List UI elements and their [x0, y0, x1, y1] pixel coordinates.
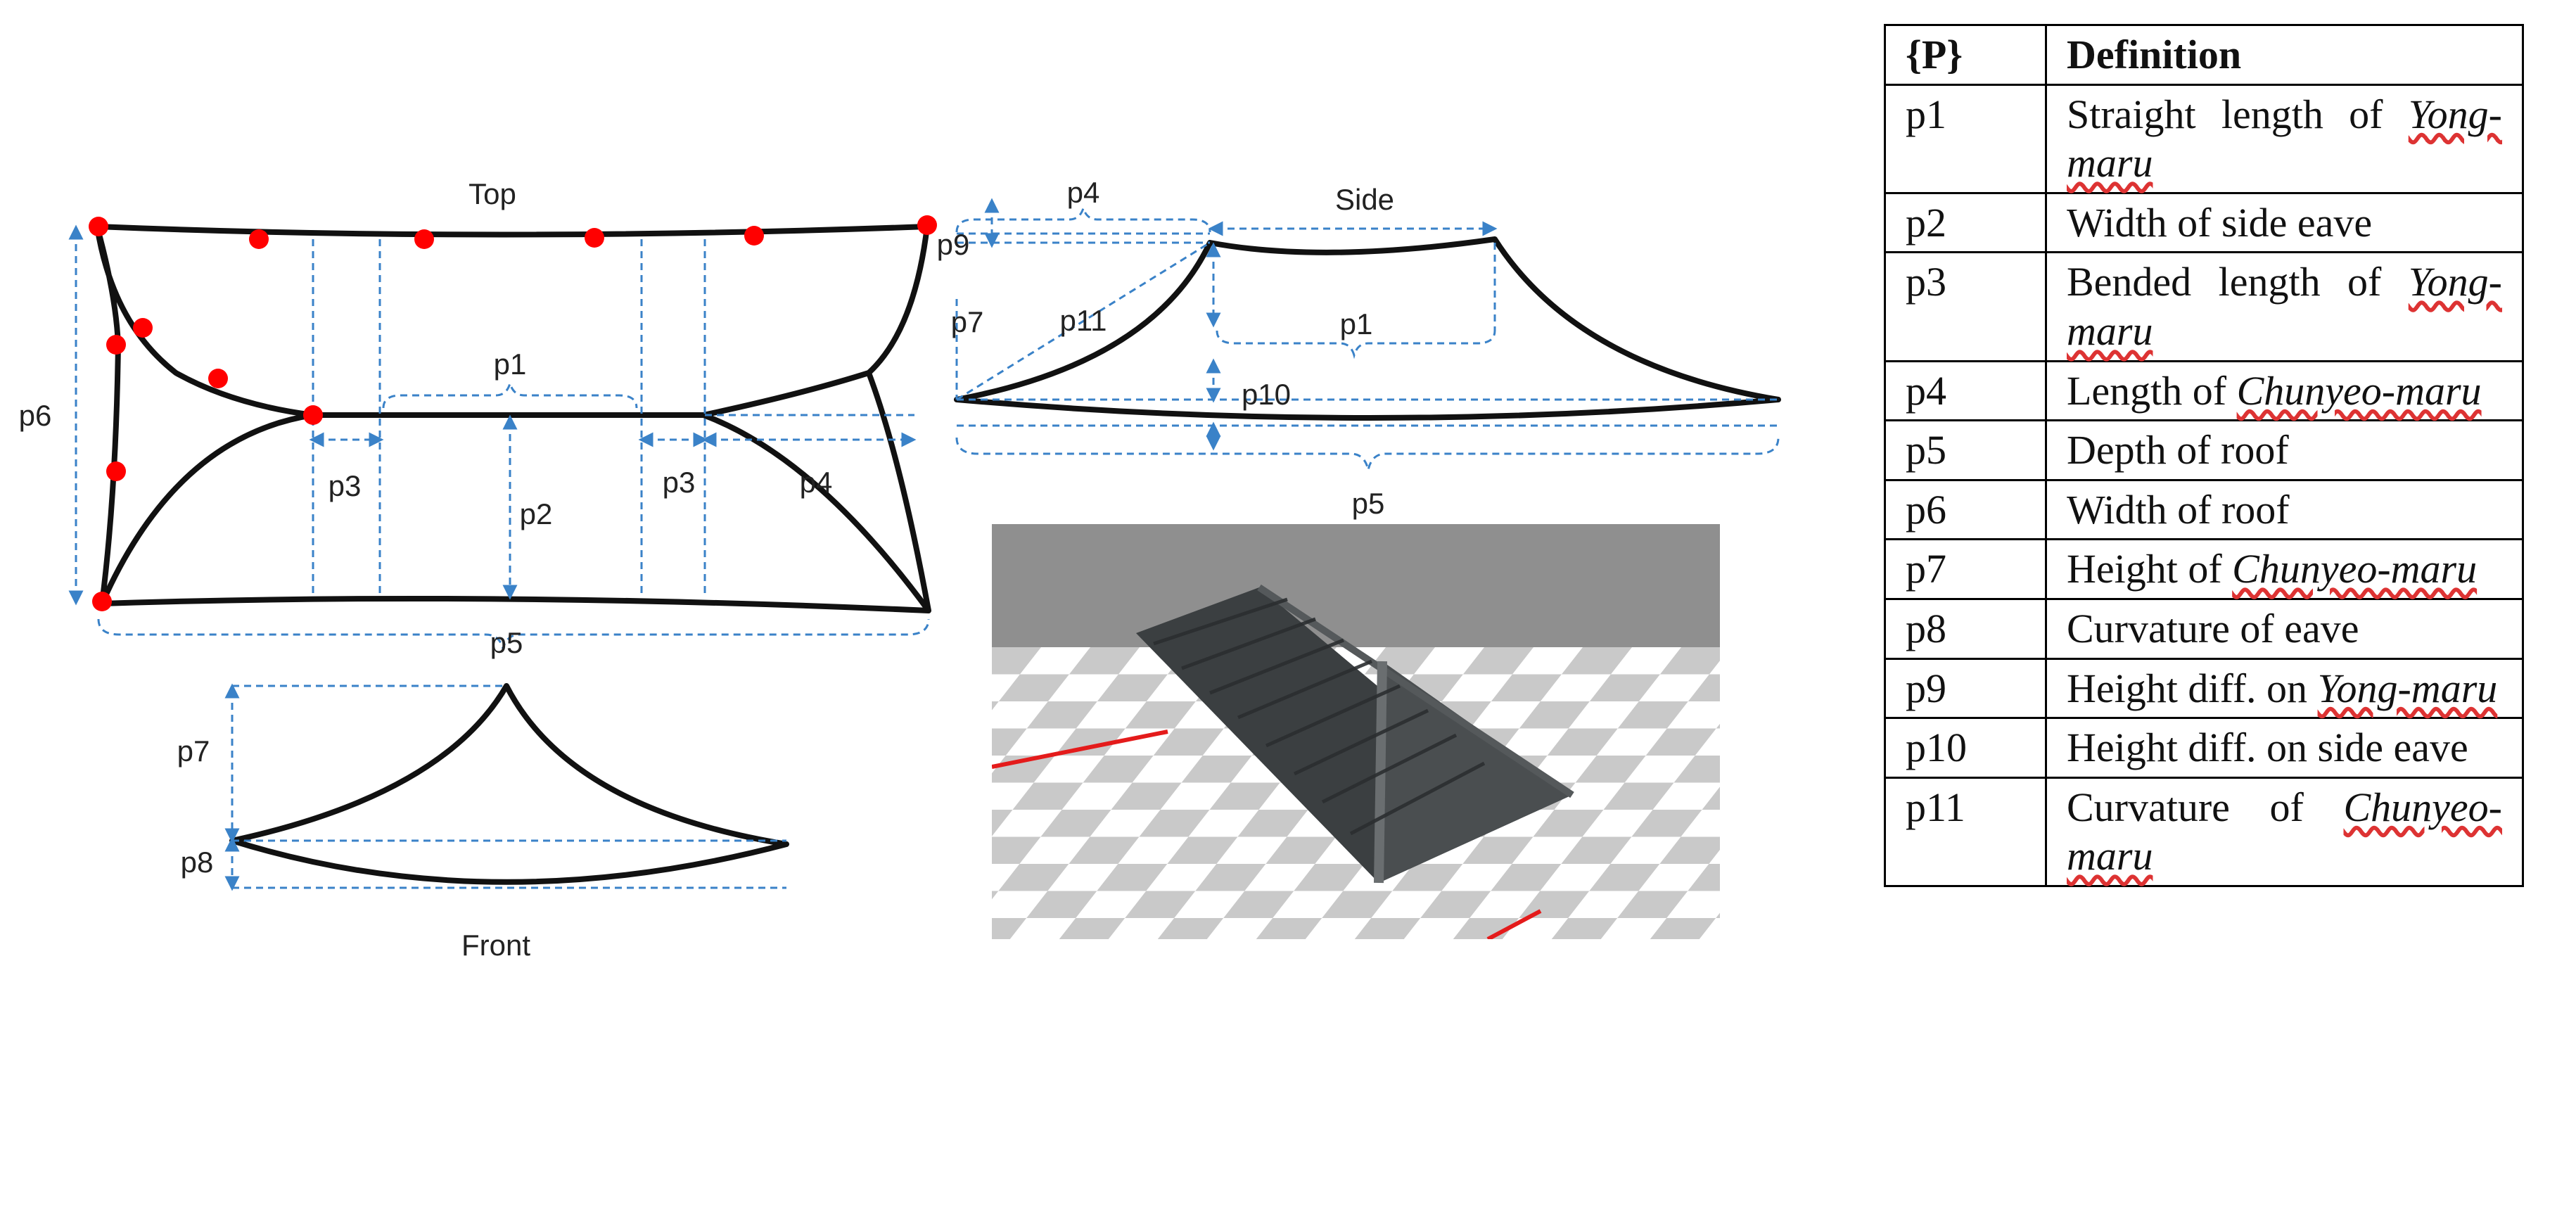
param-id: p11 — [1884, 776, 2047, 887]
param-definition: Curvature of Chunyeo-maru — [2045, 776, 2524, 887]
definition-text: Straight length of — [2067, 91, 2409, 137]
top-p3-right-label: p3 — [663, 466, 696, 499]
top-view: Top p1 p2 p3 p3 p4 p5 p6 — [19, 177, 937, 659]
front-p7-label: p7 — [177, 734, 210, 768]
render-roof-side — [1379, 661, 1572, 883]
render-red-axis-left — [992, 730, 1168, 769]
param-definition: Width of side eave — [2045, 191, 2524, 254]
top-p1-label: p1 — [494, 348, 527, 381]
table-header-row: {P} Definition — [1884, 24, 2524, 86]
side-p9-label: p9 — [937, 228, 970, 261]
p5-brace-top — [97, 618, 930, 649]
side-view-title: Side — [1335, 183, 1394, 216]
front-p8-label: p8 — [181, 846, 214, 879]
definition-text: Depth of roof — [2067, 427, 2289, 473]
side-outline — [954, 236, 1781, 421]
top-p6-label: p6 — [19, 399, 52, 432]
param-definition: Curvature of eave — [2045, 597, 2524, 660]
top-p2-label: p2 — [520, 497, 553, 530]
table-row: p2 Width of side eave — [1884, 191, 2524, 254]
table-row: p10 Height diff. on side eave — [1884, 717, 2524, 779]
definition-term: Yong-maru — [2067, 259, 2502, 354]
front-view: p7 p8 Front — [177, 683, 789, 962]
param-definition: Height diff. on side eave — [2045, 717, 2524, 779]
front-outline — [229, 683, 789, 885]
top-outline — [94, 224, 931, 613]
definition-text: Height diff. on side eave — [2067, 725, 2468, 771]
param-id: p7 — [1884, 538, 2047, 600]
param-id: p4 — [1884, 359, 2047, 422]
side-p5-brace — [955, 437, 1780, 471]
p1-brace — [382, 379, 638, 409]
table-row: p5 Depth of roof — [1884, 419, 2524, 481]
definition-text: Height diff. on — [2067, 665, 2318, 711]
side-p1-label: p1 — [1340, 307, 1373, 340]
param-definition: Width of roof — [2045, 478, 2524, 541]
side-p11-label: p11 — [1060, 304, 1107, 337]
roof-parameter-diagram: Top p1 p2 p3 p3 p4 p5 p6 — [19, 176, 1781, 962]
definition-text: Width of side eave — [2067, 199, 2373, 246]
control-points — [89, 215, 937, 611]
header-definition: Definition — [2045, 24, 2524, 86]
param-definition: Height diff. on Yong-maru — [2045, 657, 2524, 720]
side-p10-label: p10 — [1242, 378, 1291, 411]
table-row: p8 Curvature of eave — [1884, 597, 2524, 660]
side-p4-label: p4 — [1067, 176, 1100, 209]
render-red-axis-right — [1486, 909, 1542, 939]
param-id: p6 — [1884, 478, 2047, 541]
param-definition: Length of Chunyeo-maru — [2045, 359, 2524, 422]
side-p4-brace — [955, 204, 1211, 233]
side-p1-brace — [1216, 330, 1496, 359]
param-id: p5 — [1884, 419, 2047, 481]
definition-text: Curvature of — [2067, 784, 2344, 830]
roof-3d-render — [992, 524, 1720, 939]
param-definition: Height of Chunyeo-maru — [2045, 538, 2524, 600]
param-definition: Bended length of Yong-maru — [2045, 251, 2524, 362]
top-p3-left-label: p3 — [329, 469, 362, 502]
definition-text: Width of roof — [2067, 486, 2290, 533]
definition-text: Bended length of — [2067, 259, 2409, 305]
param-id: p2 — [1884, 191, 2047, 254]
definition-text: Curvature of eave — [2067, 605, 2359, 651]
top-view-title: Top — [468, 177, 516, 210]
definition-term: Chunyeo-maru — [2232, 546, 2478, 592]
param-definition: Straight length of Yong-maru — [2045, 83, 2524, 194]
front-view-title: Front — [461, 929, 530, 962]
param-id: p10 — [1884, 717, 2047, 779]
param-definition: Depth of roof — [2045, 419, 2524, 481]
definition-term: Chunyeo-maru — [2236, 367, 2482, 414]
param-id: p9 — [1884, 657, 2047, 720]
definition-term: Yong-maru — [2317, 665, 2498, 711]
side-p5-label: p5 — [1352, 487, 1385, 520]
top-p5-label: p5 — [490, 626, 523, 659]
definition-text: Length of — [2067, 367, 2237, 414]
definition-text: Height of — [2067, 546, 2233, 592]
definition-term: Yong-maru — [2067, 91, 2502, 186]
param-id: p1 — [1884, 83, 2047, 194]
definition-term: Chunyeo-maru — [2067, 784, 2502, 879]
table-row: p6 Width of roof — [1884, 478, 2524, 541]
top-p4-label: p4 — [800, 466, 833, 499]
side-view: Side p4 p9 p7 p11 p1 p10 p5 — [937, 176, 1781, 520]
header-param: {P} — [1884, 24, 2047, 86]
param-id: p3 — [1884, 251, 2047, 362]
side-p7-label: p7 — [951, 305, 984, 338]
param-id: p8 — [1884, 597, 2047, 660]
